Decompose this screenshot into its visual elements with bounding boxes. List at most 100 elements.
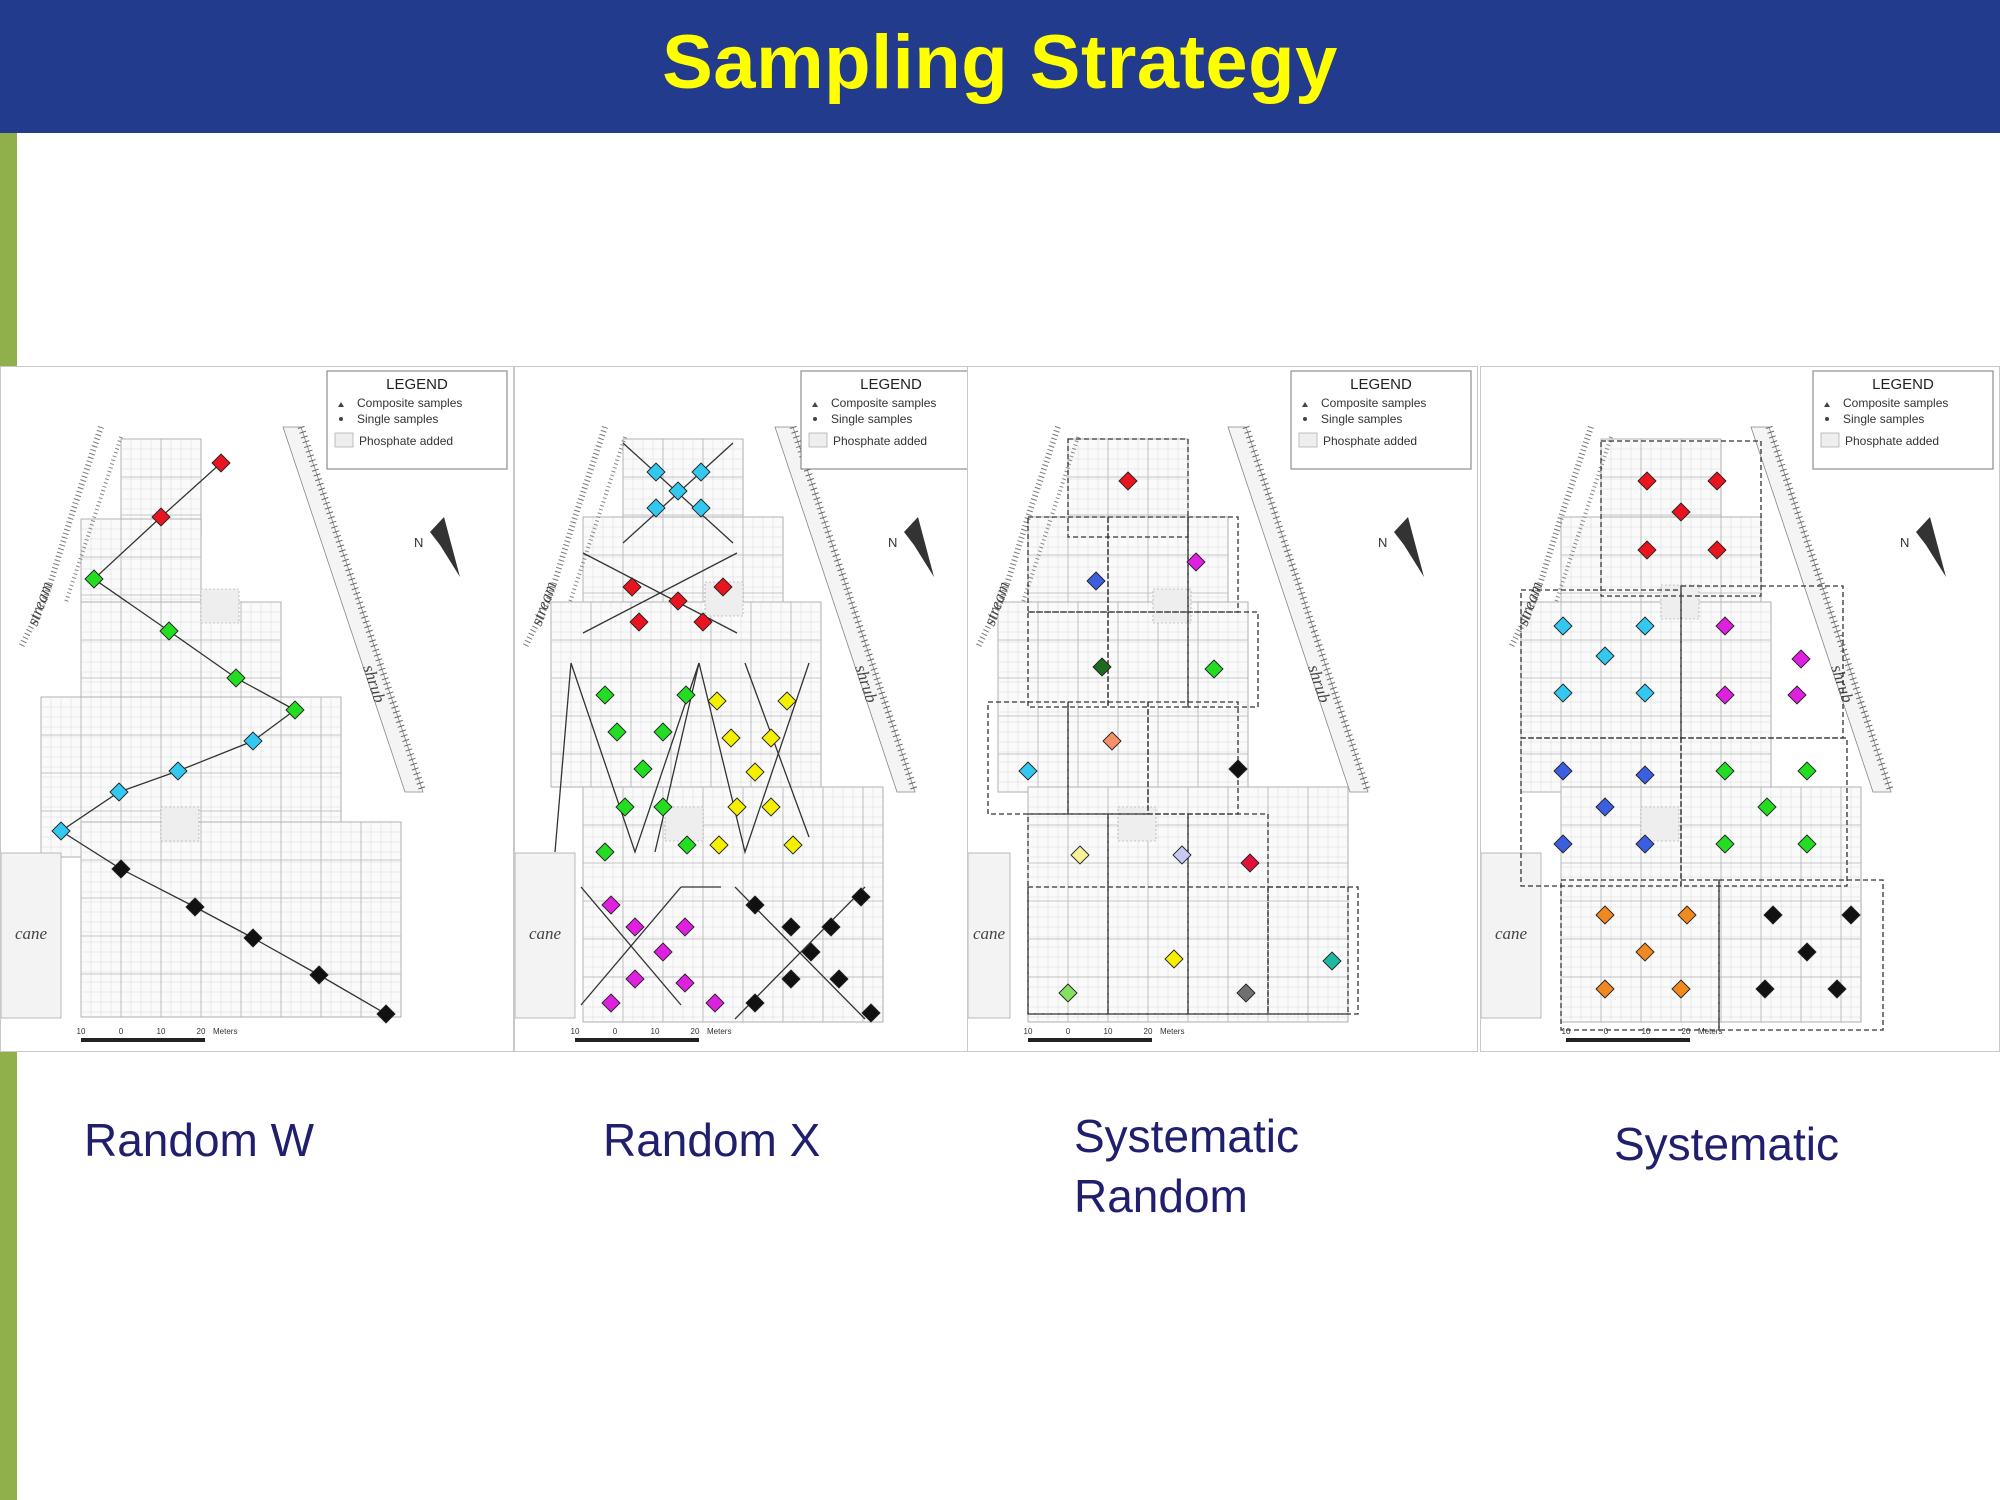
legend-item-single: Single samples — [831, 412, 912, 426]
sample-point — [211, 453, 231, 473]
sample-point — [168, 761, 188, 781]
scale-unit: Meters — [213, 1027, 237, 1036]
sample-point — [851, 887, 871, 907]
sample-point — [653, 722, 673, 742]
scale-tick: 10 — [157, 1027, 166, 1036]
north-label: N — [414, 535, 423, 550]
sample-point — [285, 700, 305, 720]
sample-point — [1018, 761, 1038, 781]
scale-tick: 0 — [613, 1027, 618, 1036]
stream-hatch — [1508, 426, 1594, 649]
sample-point — [376, 1004, 396, 1024]
scale-bar — [1028, 1038, 1152, 1042]
sample-point — [1715, 616, 1735, 636]
stream-hatch — [18, 426, 104, 649]
sample-point — [595, 685, 615, 705]
sampling-path — [698, 662, 810, 855]
sample-point — [1797, 942, 1817, 962]
phosphate-plot — [1152, 588, 1192, 624]
scale-bar — [575, 1038, 699, 1042]
sample-point — [159, 621, 179, 641]
sample-point — [713, 577, 733, 597]
plot-block — [997, 601, 1249, 793]
sample-point — [309, 965, 329, 985]
sample-point — [625, 917, 645, 937]
shrub-strip — [1750, 426, 1892, 793]
sampling-zone — [1027, 611, 1109, 708]
legend-triangle-icon — [1824, 402, 1830, 407]
sample-point — [1671, 502, 1691, 522]
shrub-hatch — [297, 425, 427, 794]
sample-point — [1322, 951, 1342, 971]
sample-point — [1086, 571, 1106, 591]
sample-point — [1715, 685, 1735, 705]
sample-point — [646, 462, 666, 482]
sampling-zone — [1067, 438, 1189, 538]
phosphate-plot — [664, 806, 704, 842]
sample-point — [1058, 983, 1078, 1003]
north-label: N — [888, 535, 897, 550]
sample-point — [607, 722, 627, 742]
caption-systematic-random: Systematic Random — [1074, 1106, 1299, 1226]
sample-point — [707, 691, 727, 711]
scale-unit: Meters — [1698, 1027, 1722, 1036]
sample-point — [676, 685, 696, 705]
caption-line-2: Random — [1074, 1170, 1248, 1222]
sample-point — [601, 895, 621, 915]
scale-tick: 10 — [1104, 1027, 1113, 1036]
sample-point — [1553, 834, 1573, 854]
sample-point — [1102, 731, 1122, 751]
sample-point — [1553, 616, 1573, 636]
sample-point — [1186, 552, 1206, 572]
legend-item-composite: Composite samples — [357, 396, 462, 410]
shrub-strip — [1227, 426, 1369, 793]
legend-item-single: Single samples — [1321, 412, 1402, 426]
north-label: N — [1900, 535, 1909, 550]
sampling-zone — [1718, 879, 1884, 1031]
sample-point — [151, 507, 171, 527]
caption-systematic: Systematic — [1614, 1118, 1839, 1170]
sampling-path — [570, 662, 700, 855]
sample-point — [1791, 649, 1811, 669]
sample-point — [668, 481, 688, 501]
sample-point — [1092, 657, 1112, 677]
sample-point — [1635, 765, 1655, 785]
north-arrow-icon — [1916, 517, 1946, 577]
slide-title: Sampling Strategy — [662, 20, 1338, 105]
sample-point — [625, 969, 645, 989]
scale-tick: 0 — [1604, 1027, 1609, 1036]
sample-point — [1715, 834, 1735, 854]
sample-point — [1715, 761, 1735, 781]
sampling-zone — [1680, 737, 1848, 887]
sample-point — [1204, 659, 1224, 679]
sample-point — [653, 797, 673, 817]
legend-dot-icon — [1825, 417, 1829, 421]
sample-point — [51, 821, 71, 841]
sample-point — [1236, 983, 1256, 1003]
cane-field — [968, 852, 1011, 1019]
phosphate-plot — [1660, 584, 1700, 620]
shrub-strip — [774, 426, 916, 793]
sample-point — [1228, 759, 1248, 779]
caption-random-w: Random W — [84, 1114, 315, 1166]
sample-point — [1553, 683, 1573, 703]
shrub-hatch — [1242, 425, 1372, 794]
sample-point — [1787, 685, 1807, 705]
stream-label: stream — [23, 579, 56, 628]
legend-swatch — [334, 432, 354, 448]
sample-point — [745, 993, 765, 1013]
legend-item-composite: Composite samples — [1321, 396, 1426, 410]
scale-tick: 10 — [571, 1027, 580, 1036]
cane-label: cane — [973, 924, 1006, 943]
sample-point — [1677, 905, 1697, 925]
legend-item-phosphate: Phosphate added — [359, 434, 453, 448]
legend-swatch — [1820, 432, 1840, 448]
sample-point — [721, 728, 741, 748]
scale-tick: 10 — [1642, 1027, 1651, 1036]
sample-point — [226, 668, 246, 688]
sample-point — [111, 859, 131, 879]
